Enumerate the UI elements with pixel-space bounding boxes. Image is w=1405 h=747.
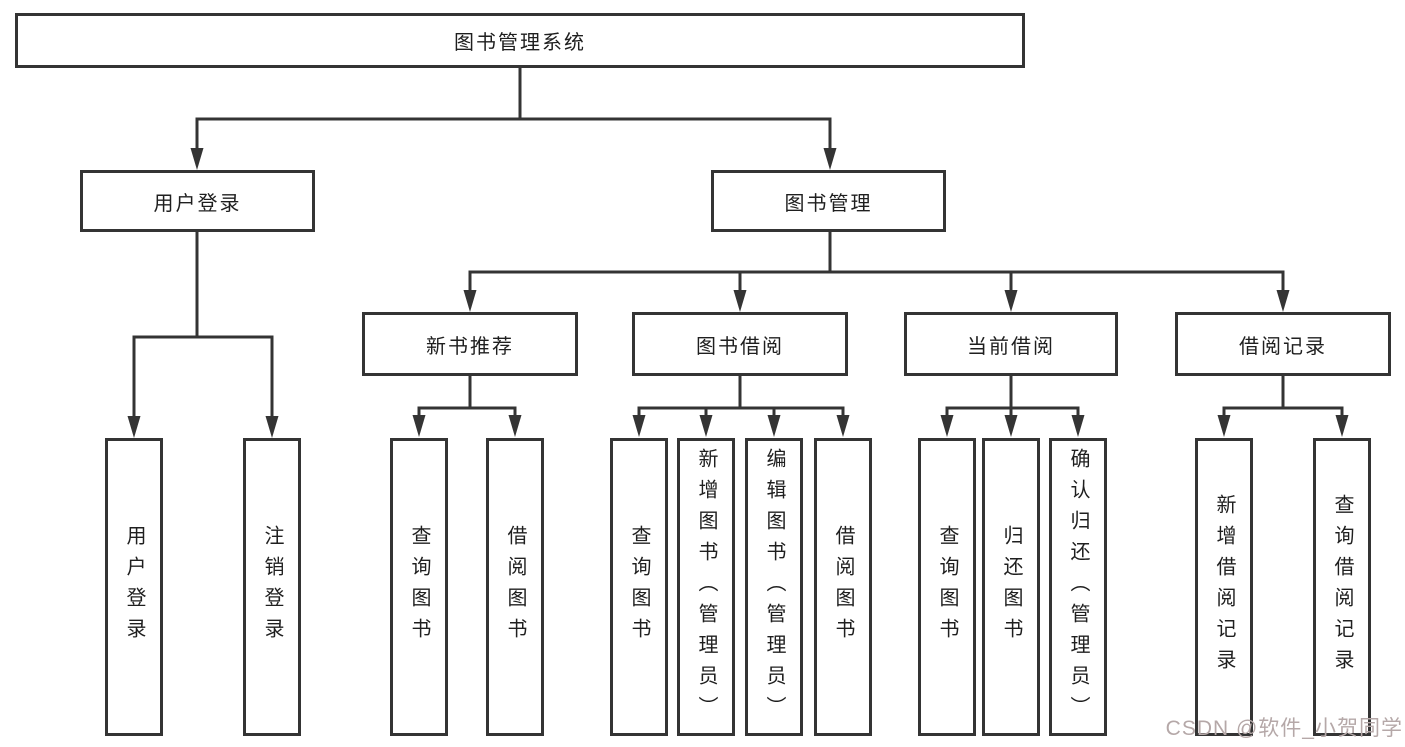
node-user-login: 用户登录 (80, 170, 315, 232)
leaf-add-book-admin: 新增图书（管理员） (677, 438, 735, 736)
node-book-mgmt: 图书管理 (711, 170, 946, 232)
node-current-borrow: 当前借阅 (904, 312, 1118, 376)
edge-root-to-level2 (190, 68, 837, 170)
edge-new-book-rec-to-leaves (412, 376, 522, 437)
node-library-system: 图书管理系统 (15, 13, 1025, 68)
edge-book-mgmt-to-level3 (463, 232, 1290, 312)
leaf-return-book: 归还图书 (982, 438, 1040, 736)
leaf-query-book-borrow: 查询图书 (610, 438, 668, 736)
edge-book-borrow-to-leaves (632, 376, 850, 437)
leaf-add-borrow-record: 新增借阅记录 (1195, 438, 1253, 736)
leaf-query-book-rec: 查询图书 (390, 438, 448, 736)
node-book-borrow: 图书借阅 (632, 312, 848, 376)
edge-current-borrow-to-leaves (940, 376, 1085, 437)
leaf-query-borrow-record: 查询借阅记录 (1313, 438, 1371, 736)
leaf-user-login: 用户登录 (105, 438, 163, 736)
leaf-borrow-book-rec: 借阅图书 (486, 438, 544, 736)
leaf-confirm-return-admin: 确认归还（管理员） (1049, 438, 1107, 736)
edge-user-login-to-leaves (127, 232, 279, 438)
node-borrow-records: 借阅记录 (1175, 312, 1391, 376)
edge-borrow-records-to-leaves (1217, 376, 1349, 437)
csdn-watermark: CSDN @软件_小贺同学 (1165, 717, 1403, 740)
leaf-borrow-book: 借阅图书 (814, 438, 872, 736)
leaf-logout: 注销登录 (243, 438, 301, 736)
leaf-edit-book-admin: 编辑图书（管理员） (745, 438, 803, 736)
node-new-book-rec: 新书推荐 (362, 312, 578, 376)
leaf-query-book-current: 查询图书 (918, 438, 976, 736)
